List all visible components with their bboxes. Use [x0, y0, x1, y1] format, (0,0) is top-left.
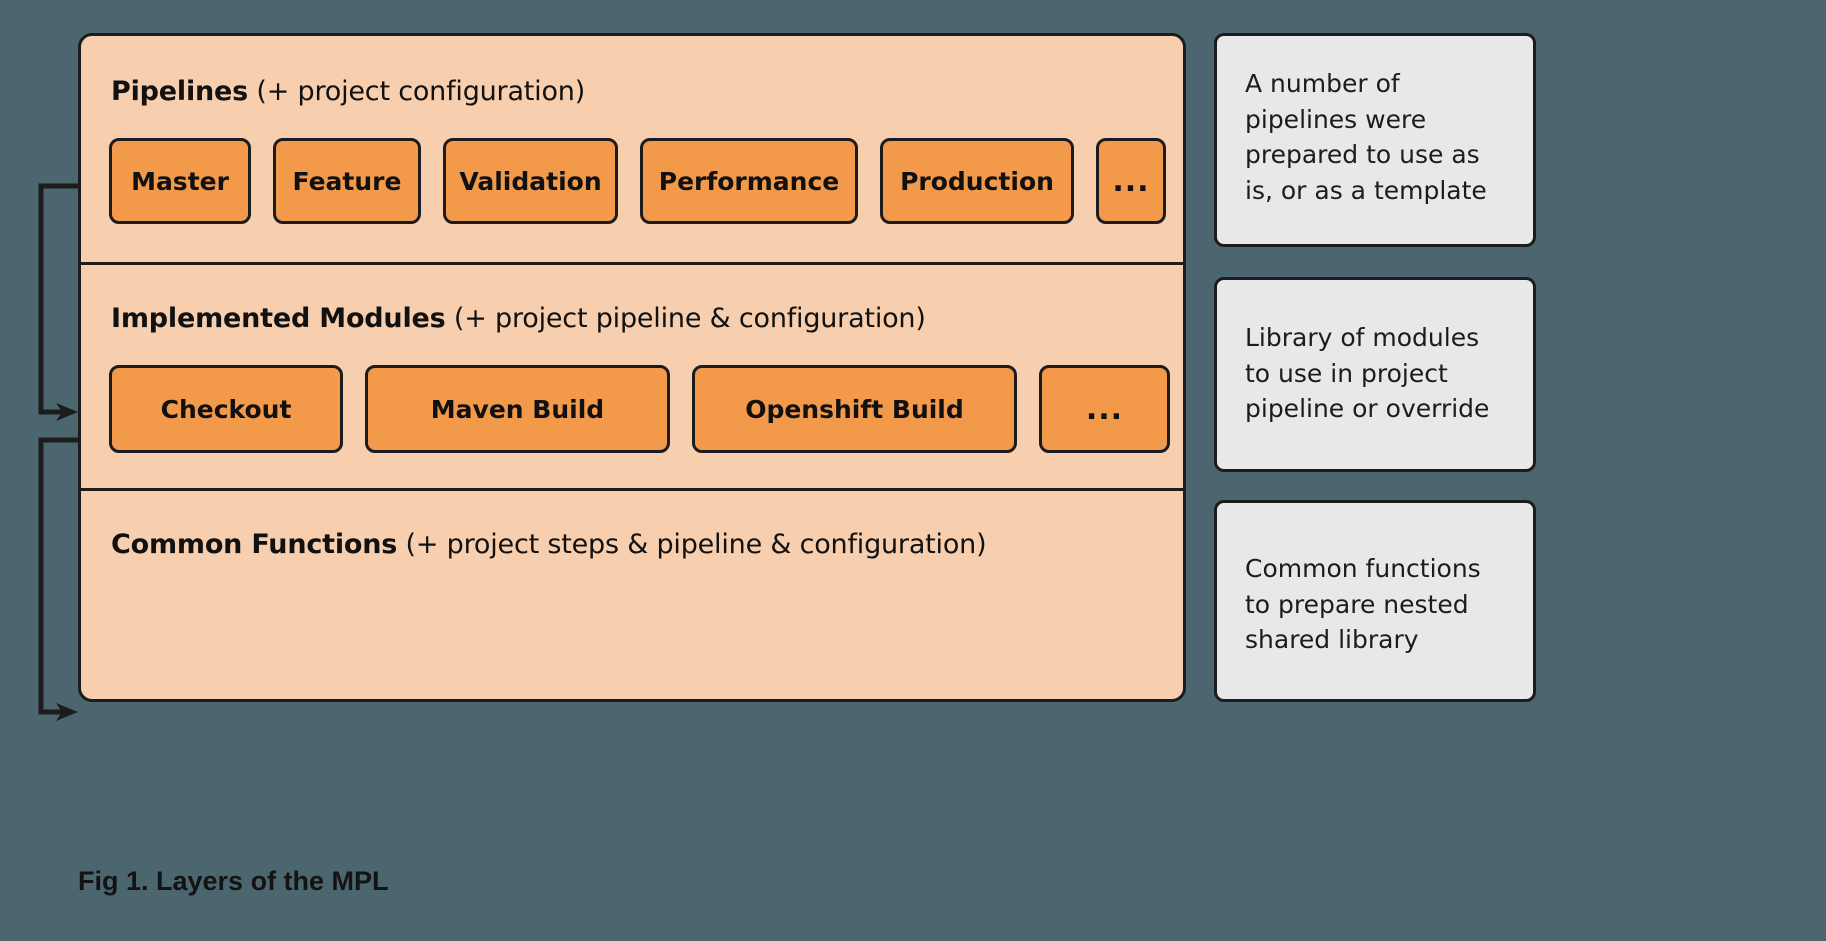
mpl-layers-panel: Pipelines (+ project configuration) Mast… — [78, 33, 1186, 702]
chip-pipelines-more[interactable]: ... — [1096, 138, 1166, 224]
layer-modules-title-light: (+ project pipeline & configuration) — [445, 303, 926, 334]
layer-common-functions: Common Functions (+ project steps & pipe… — [81, 488, 1183, 699]
layer-modules-title: Implemented Modules (+ project pipeline … — [111, 303, 926, 334]
chip-validation[interactable]: Validation — [443, 138, 618, 224]
figure-caption: Fig 1. Layers of the MPL — [78, 866, 389, 896]
chip-master[interactable]: Master — [109, 138, 251, 224]
layer-modules-title-strong: Implemented Modules — [111, 303, 446, 334]
note-card-pipelines: A number of pipelines were prepared to u… — [1214, 33, 1536, 247]
chip-checkout[interactable]: Checkout — [109, 365, 343, 453]
chip-production[interactable]: Production — [880, 138, 1074, 224]
arrowhead-icon-common — [56, 703, 78, 721]
layer-common-title-light: (+ project steps & pipeline & configurat… — [397, 529, 987, 560]
chip-maven-build[interactable]: Maven Build — [365, 365, 670, 453]
chip-modules-more[interactable]: ... — [1039, 365, 1170, 453]
note-card-modules: Library of modules to use in project pip… — [1214, 277, 1536, 472]
layer-pipelines-title-light: (+ project configuration) — [248, 76, 586, 107]
layer-common-title-strong: Common Functions — [111, 529, 398, 560]
note-card-common: Common functions to prepare nested share… — [1214, 500, 1536, 702]
connector-pipelines-to-modules — [38, 183, 78, 415]
arrowhead-icon-modules — [56, 403, 78, 421]
layer-pipelines: Pipelines (+ project configuration) Mast… — [81, 36, 1183, 262]
layer-implemented-modules: Implemented Modules (+ project pipeline … — [81, 262, 1183, 488]
layer-common-title: Common Functions (+ project steps & pipe… — [111, 529, 987, 560]
modules-chip-row: Checkout Maven Build Openshift Build ... — [109, 365, 1183, 453]
chip-feature[interactable]: Feature — [273, 138, 421, 224]
chip-performance[interactable]: Performance — [640, 138, 858, 224]
layer-pipelines-title-strong: Pipelines — [111, 76, 248, 107]
pipelines-chip-row: Master Feature Validation Performance Pr… — [109, 138, 1183, 224]
chip-openshift-build[interactable]: Openshift Build — [692, 365, 1017, 453]
connector-modules-to-common — [38, 437, 78, 715]
layer-pipelines-title: Pipelines (+ project configuration) — [111, 76, 585, 107]
